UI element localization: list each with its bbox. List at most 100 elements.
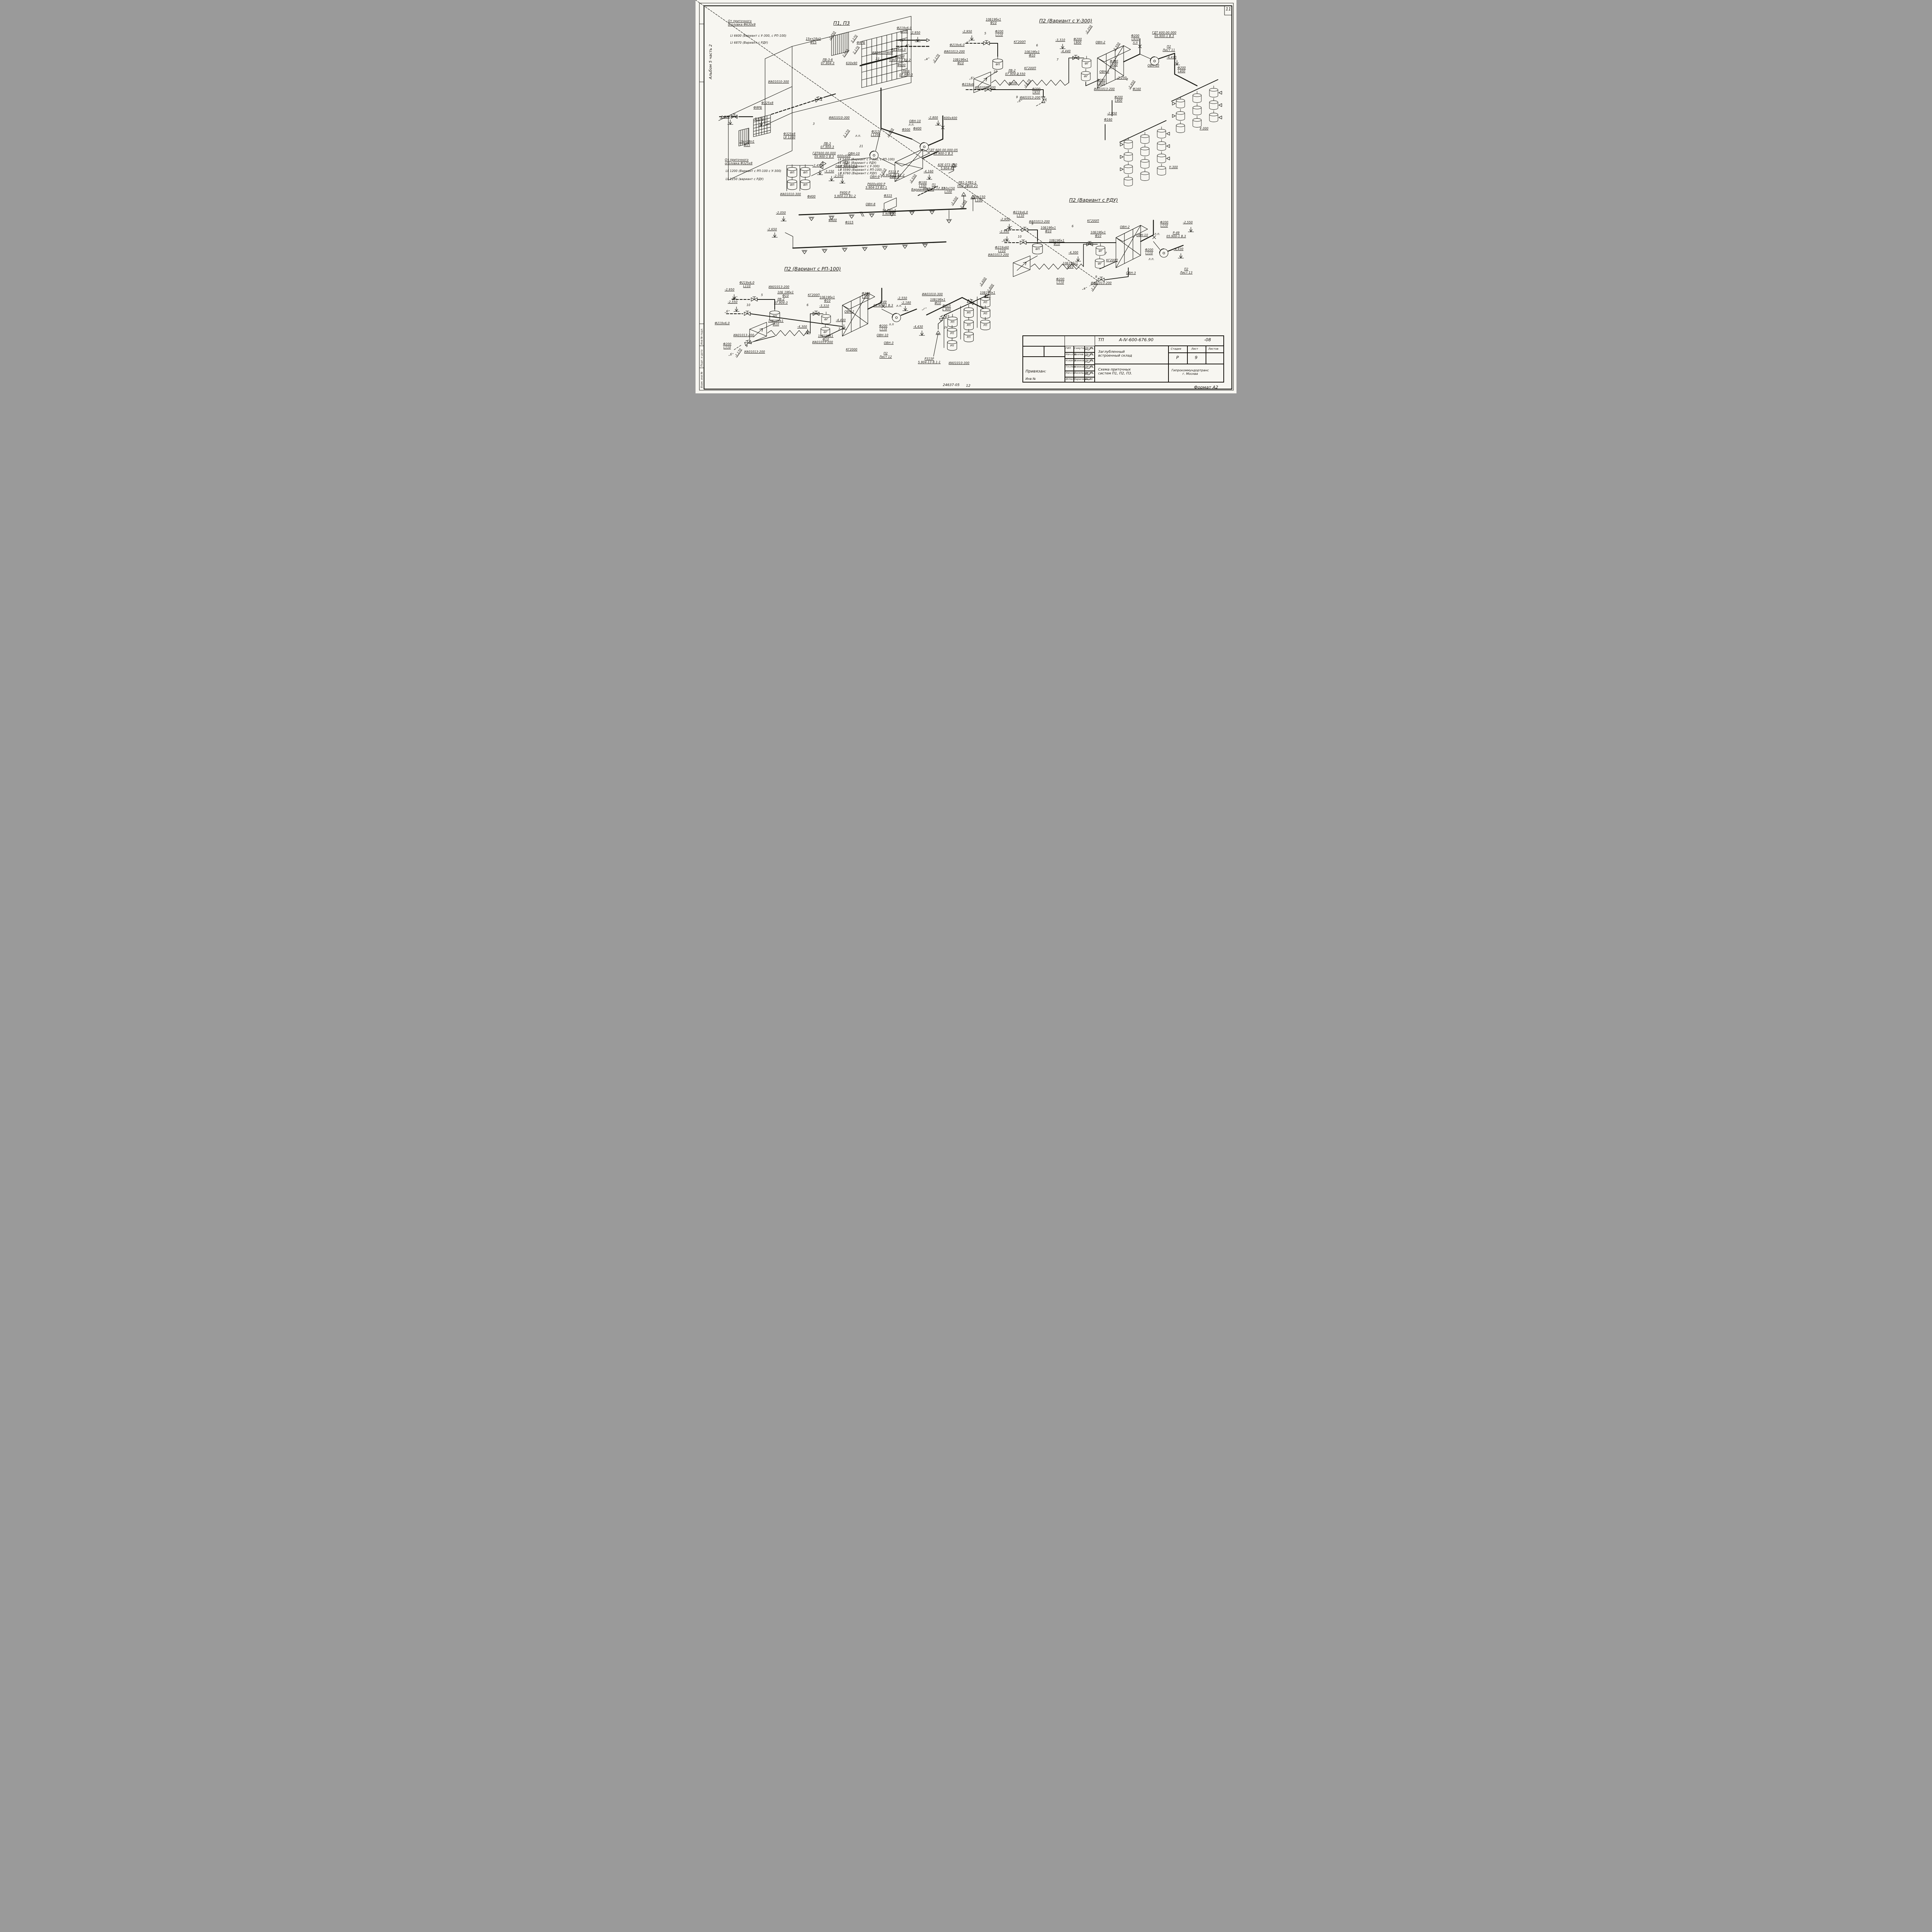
filter-tag: ФГ bbox=[1098, 262, 1102, 265]
annotation: ГДТ 600.00.000 05.900-1 В.3 bbox=[1152, 31, 1177, 38]
annotation: ИА01013-200 bbox=[744, 350, 765, 354]
position-number: 9 bbox=[746, 344, 748, 348]
annotation: Ф200 L400 bbox=[1177, 66, 1186, 73]
annotation: 150х150 L100 bbox=[941, 187, 955, 194]
filter-tag: ФГ bbox=[1084, 75, 1088, 78]
annotation: ЛВ-6 07.904-3 bbox=[899, 70, 913, 77]
elevation: -2,050 bbox=[776, 211, 786, 214]
position-number: 9 bbox=[1016, 95, 1018, 99]
annotation: 10Б19бк1 Ф10 bbox=[1049, 239, 1065, 246]
annotation: ОВН-3 bbox=[1126, 271, 1136, 275]
annotation: 10Б19бк1 Ф10 bbox=[953, 58, 968, 65]
annotation: Ф500 bbox=[902, 128, 910, 131]
annotation: Ф200 L110 bbox=[862, 292, 870, 299]
annotation: Ф315 bbox=[845, 221, 854, 224]
annotation: РВ1-1 Пом 21 bbox=[957, 181, 969, 188]
elevation: -2,650 bbox=[753, 117, 764, 121]
annotation: КГ200П bbox=[808, 293, 820, 297]
elevation: -4,160 bbox=[923, 170, 934, 173]
elevation: -2,250 bbox=[1117, 76, 1127, 80]
annotation: ОВН-10 bbox=[1147, 64, 1160, 67]
annotation: Ф315 L1200 bbox=[871, 130, 881, 137]
annotation: ОВН-10 bbox=[848, 152, 860, 155]
annotation: Ф160 bbox=[1104, 118, 1112, 121]
annotation: ОВН-8 bbox=[866, 202, 876, 206]
elevation: -2,950 bbox=[1000, 218, 1010, 221]
annotation: 10Б19бк1 Ф10 bbox=[1024, 50, 1040, 57]
elevation: -2,650 bbox=[767, 228, 777, 231]
annotation: 15кч18п1 Ф15 bbox=[806, 37, 821, 44]
staff-role: ГИП bbox=[1066, 347, 1071, 350]
annotation: LⅠ 6870 (Вариант с РДУ) bbox=[730, 41, 768, 44]
filter-tag: РП bbox=[967, 336, 971, 339]
sheet-value: 9 bbox=[1195, 355, 1197, 360]
filter-tag: ФП bbox=[995, 63, 1000, 66]
annotation: 10Б19бк1 Ф10 bbox=[768, 319, 784, 326]
staff-role: Нач.отд bbox=[1066, 353, 1077, 356]
annotation: ОВН-2 bbox=[1120, 225, 1130, 229]
title-block: Привязан: Инв № ГИП Самутов 06.90 Нач.от… bbox=[1022, 335, 1224, 383]
annotation: 10Б 19бк1 Ф10 bbox=[777, 291, 794, 298]
elevation: -2,950 bbox=[724, 288, 735, 291]
point-mark: „б“ bbox=[904, 44, 910, 48]
elevation: -3,310 bbox=[819, 304, 829, 308]
staff-name: Самутов bbox=[1074, 347, 1085, 350]
staff-date: 06.90 bbox=[1085, 371, 1093, 374]
staff-name: Усенков bbox=[1074, 365, 1085, 368]
section-title-rp100: П2 (Вариант с РП-100) bbox=[784, 266, 841, 272]
annotation: Ф160 bbox=[1133, 87, 1141, 91]
filter-tag: ФГ bbox=[823, 331, 827, 334]
position-number: 23 bbox=[946, 315, 949, 318]
annotation: Ф200 L110 bbox=[723, 342, 731, 349]
annotation: ИА01010-300 bbox=[949, 361, 969, 365]
staff-date: 06.90 bbox=[1085, 359, 1093, 362]
annotation: ИА01013-200 bbox=[1094, 87, 1115, 91]
annotation: КГ200П bbox=[1014, 40, 1026, 44]
annotation: У-300 bbox=[1169, 165, 1178, 169]
annotation: Р315 Р 5.904-13 В1-2 bbox=[883, 170, 905, 177]
sheet-label: Лист bbox=[1191, 347, 1198, 350]
annotation: Ф200 L110 bbox=[995, 30, 1003, 37]
annotation: Р630Р 5.904-13 В1.2 bbox=[889, 55, 911, 62]
annotation: Ф219х6,0 L110 bbox=[1013, 211, 1028, 218]
section-title-rdu: П2 (Вариант с РДУ) bbox=[1069, 197, 1118, 203]
filter-tag: РП bbox=[983, 312, 987, 315]
annotation: ОВН-9 bbox=[870, 175, 880, 179]
annotation: ОВН-2 bbox=[1095, 41, 1105, 44]
annotation: ОВН-3 bbox=[884, 341, 894, 345]
staff-date: 06.90 bbox=[1085, 365, 1093, 368]
position-number: 10 bbox=[747, 303, 750, 307]
elevation: -4,300 bbox=[1068, 251, 1078, 254]
position-number: 24 bbox=[944, 326, 948, 329]
annotation: Ф315 L 900 bbox=[942, 304, 951, 311]
annotation: ИА01013-200 bbox=[1029, 220, 1050, 223]
annotation: ЛВ-3-6 07.904-3 bbox=[821, 58, 835, 65]
elevation: -2,050 bbox=[833, 174, 844, 178]
elevation: -4,430 bbox=[1167, 56, 1177, 59]
filter-tag: РП bbox=[983, 324, 987, 327]
annotation: Ф200 bbox=[1009, 82, 1017, 85]
album-side-note: Альбом 5 часть 2 bbox=[709, 44, 713, 79]
position-number: 6 bbox=[1036, 44, 1038, 47]
position-number: 3 bbox=[813, 122, 815, 126]
position-number: 7 bbox=[838, 327, 840, 331]
annotation: П2 Лист 12 bbox=[879, 352, 892, 359]
annotation: ИА01010-300 bbox=[768, 80, 789, 83]
org-name: Гипрокоммундортранс г. Москва bbox=[1172, 369, 1209, 376]
section-title-u300: П2 (Вариант с У-300) bbox=[1039, 18, 1092, 24]
annotation: Ф219х6 bbox=[962, 83, 974, 86]
elevation: -2,950 bbox=[962, 30, 972, 33]
elevation: -2,550 bbox=[1015, 72, 1026, 76]
annotation: ИА01013-200 bbox=[812, 340, 833, 344]
elevation: -2,550 bbox=[999, 230, 1009, 233]
filter-tag: ФГ bbox=[824, 318, 828, 321]
annotation: 10Б19бк1 Ф10 bbox=[818, 334, 833, 341]
annotation: ОВН-2 bbox=[844, 310, 854, 313]
annotation: Ф400 bbox=[828, 218, 837, 222]
annotation: Ф200 L910 bbox=[1110, 60, 1118, 66]
annotation: Ф200 L910 bbox=[1032, 87, 1041, 94]
filter-tag: ФП bbox=[790, 171, 794, 174]
annotation: От приточного оголовка Ф630х9 bbox=[728, 19, 756, 26]
annotation: РВ1-1 Пом 23 bbox=[966, 181, 978, 188]
annotation: Ф219х6,0 L110 bbox=[739, 281, 755, 288]
